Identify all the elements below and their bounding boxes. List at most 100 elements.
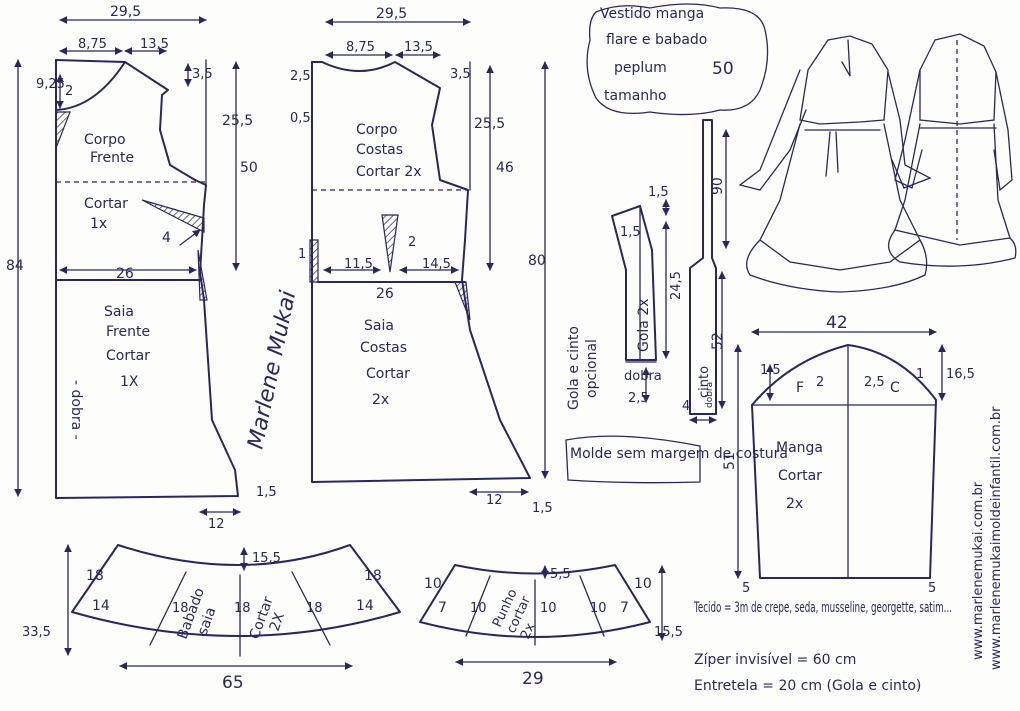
front-skirt-label-3: Cortar	[106, 348, 150, 364]
back-skirt-label-3: Cortar	[366, 366, 410, 382]
website-credits: www.marlenemukai.com.br www.marlenemukai…	[971, 406, 1004, 670]
ruffle-right-inner: 14	[356, 598, 374, 614]
cuff-label-3: 2x	[518, 621, 538, 642]
ruffle-left-inner: 14	[92, 598, 110, 614]
website-2: www.marlenemukaimoldeinfantil.com.br	[989, 406, 1004, 670]
back-waist-width: 26	[376, 286, 394, 302]
belt-top: 90	[710, 177, 726, 195]
title-cloud	[586, 3, 769, 116]
sleeve-bottom-right: 5	[928, 581, 936, 596]
fabric-note: Tecido = 3m de crepe, seda, musseline, g…	[693, 600, 952, 616]
sleeve-right-small: 1	[916, 367, 924, 382]
collar-piece: 1,5 1,5 24,5 Gola 2x dobra 2,5 Gola e ci…	[566, 185, 684, 410]
front-bodice-label-2: Frente	[90, 150, 134, 166]
back-shoulder-drop: 3,5	[450, 67, 471, 82]
belt-outline	[689, 119, 717, 415]
front-piece: 29,5 8,75 13,5 9,25 2 3,5 25,5 50 84 4 2…	[6, 4, 277, 532]
website-1: www.marlenemukai.com.br	[971, 481, 986, 660]
dress-illustration	[738, 33, 1017, 293]
back-skirt-label-2: Costas	[360, 340, 407, 356]
cuff-left-side: 10	[424, 576, 442, 592]
belt-width: 4	[682, 399, 690, 414]
back-bodice-label-1: Corpo	[356, 122, 398, 138]
back-hem-rise: 1,5	[532, 501, 553, 516]
collar-top: 1,5	[648, 185, 669, 200]
back-armhole-depth: 25,5	[474, 116, 505, 132]
sleeve-c-value: 2,5	[864, 375, 885, 390]
front-neck-width: 8,75	[78, 37, 107, 52]
cuff-right-height: 15,5	[654, 625, 683, 640]
ruffle-width: 65	[222, 673, 244, 693]
zipper-note: Zíper invisível = 60 cm	[694, 652, 856, 668]
sleeve-label-1: Manga	[776, 440, 823, 456]
sleeve-outline	[751, 344, 937, 579]
seam-note: Molde sem margem de costura	[565, 435, 788, 484]
cuff-inner-1: 10	[470, 601, 487, 616]
back-waist-length: 46	[496, 160, 514, 176]
collar-side-label-1: Gola e cinto	[566, 326, 582, 410]
cuff-inner-3: 10	[590, 601, 607, 616]
front-neck-small: 2	[65, 84, 73, 99]
designer-signature: Marlene Mukai	[243, 289, 301, 452]
title-line-3: peplum	[614, 60, 667, 76]
size-label: tamanho	[604, 88, 667, 104]
ruffle-piece: 18 18 14 14 33,5 15,5 18 18 18 Babado sa…	[22, 544, 401, 693]
belt-fold-label: dobra	[705, 382, 715, 408]
front-skirt-label-2: Frente	[106, 324, 150, 340]
front-waist-length: 50	[240, 160, 258, 176]
ruffle-outline	[71, 544, 401, 637]
back-shoulder-width: 13,5	[404, 40, 433, 55]
back-bodice-label-3: Cortar 2x	[356, 164, 422, 180]
sleeve-f-label: F	[796, 380, 804, 396]
cuff-top: 5,5	[550, 567, 571, 582]
cuff-outline	[419, 564, 651, 638]
sleeve-width: 42	[826, 313, 848, 333]
front-hem-rise: 1,5	[256, 485, 277, 500]
front-cut-label-1: Cortar	[84, 196, 128, 212]
interfacing-note: Entretela = 20 cm (Gola e cinto)	[694, 678, 921, 694]
back-skirt-label-4: 2x	[372, 392, 389, 408]
cuff-width: 29	[522, 669, 544, 689]
sleeve-bottom-left: 5	[742, 581, 750, 596]
ruffle-inner-2: 18	[234, 601, 251, 616]
front-waist-width: 26	[116, 266, 134, 282]
title-line-2: flare e babado	[606, 32, 707, 48]
cuff-right-inner: 7	[620, 600, 629, 616]
front-bodice-label-1: Corpo	[84, 132, 126, 148]
front-total-length: 84	[6, 258, 24, 274]
front-shoulder-width: 13,5	[140, 37, 169, 52]
ruffle-left-height: 33,5	[22, 625, 51, 640]
sleeve-left-cap: 1,5	[760, 363, 781, 378]
back-left-mark: 1	[298, 247, 306, 262]
back-top-width: 29,5	[376, 6, 407, 22]
back-bodice-label-2: Costas	[356, 142, 403, 158]
belt-piece: 90 52 cinto dobra 4	[682, 119, 730, 424]
ruffle-inner-3: 18	[306, 601, 323, 616]
collar-label: Gola 2x	[636, 298, 652, 352]
front-cut-label-2: 1x	[90, 216, 107, 232]
sleeve-right-cap: 16,5	[946, 367, 975, 382]
front-top-width: 29,5	[110, 4, 141, 20]
front-skirt-label-1: Saia	[104, 304, 134, 320]
ruffle-left-side: 18	[86, 568, 104, 584]
sleeve-piece: 42 1,5 16,5 1 F 2 C 2,5 51 5 5 Manga Cor…	[722, 313, 975, 596]
collar-bottom-value: 2,5	[628, 391, 649, 406]
seam-note-text: Molde sem margem de costura	[570, 446, 788, 462]
back-neck-drop: 2,5	[290, 69, 311, 84]
front-armhole-depth: 25,5	[222, 113, 253, 129]
seam-note-line: Molde sem margem de costura	[570, 446, 788, 462]
back-total-length: 80	[528, 253, 546, 269]
sleeve-c-label: C	[890, 380, 900, 396]
collar-height: 24,5	[669, 271, 684, 300]
cuff-inner-2: 10	[540, 601, 557, 616]
back-hem-extra: 12	[486, 493, 503, 508]
ruffle-cut-2: 2X	[267, 610, 289, 633]
belt-label: cinto	[697, 366, 712, 398]
sleeve-label-2: Cortar	[778, 468, 822, 484]
front-outline	[55, 59, 239, 499]
back-waist-left: 11,5	[344, 257, 373, 272]
cuff-piece: 10 10 7 7 15,5 5,5 10 10 10 Punho cortar…	[419, 564, 683, 689]
sleeve-f-value: 2	[816, 375, 824, 390]
back-waist-right: 14,5	[422, 257, 451, 272]
ruffle-inner-1: 18	[172, 601, 189, 616]
